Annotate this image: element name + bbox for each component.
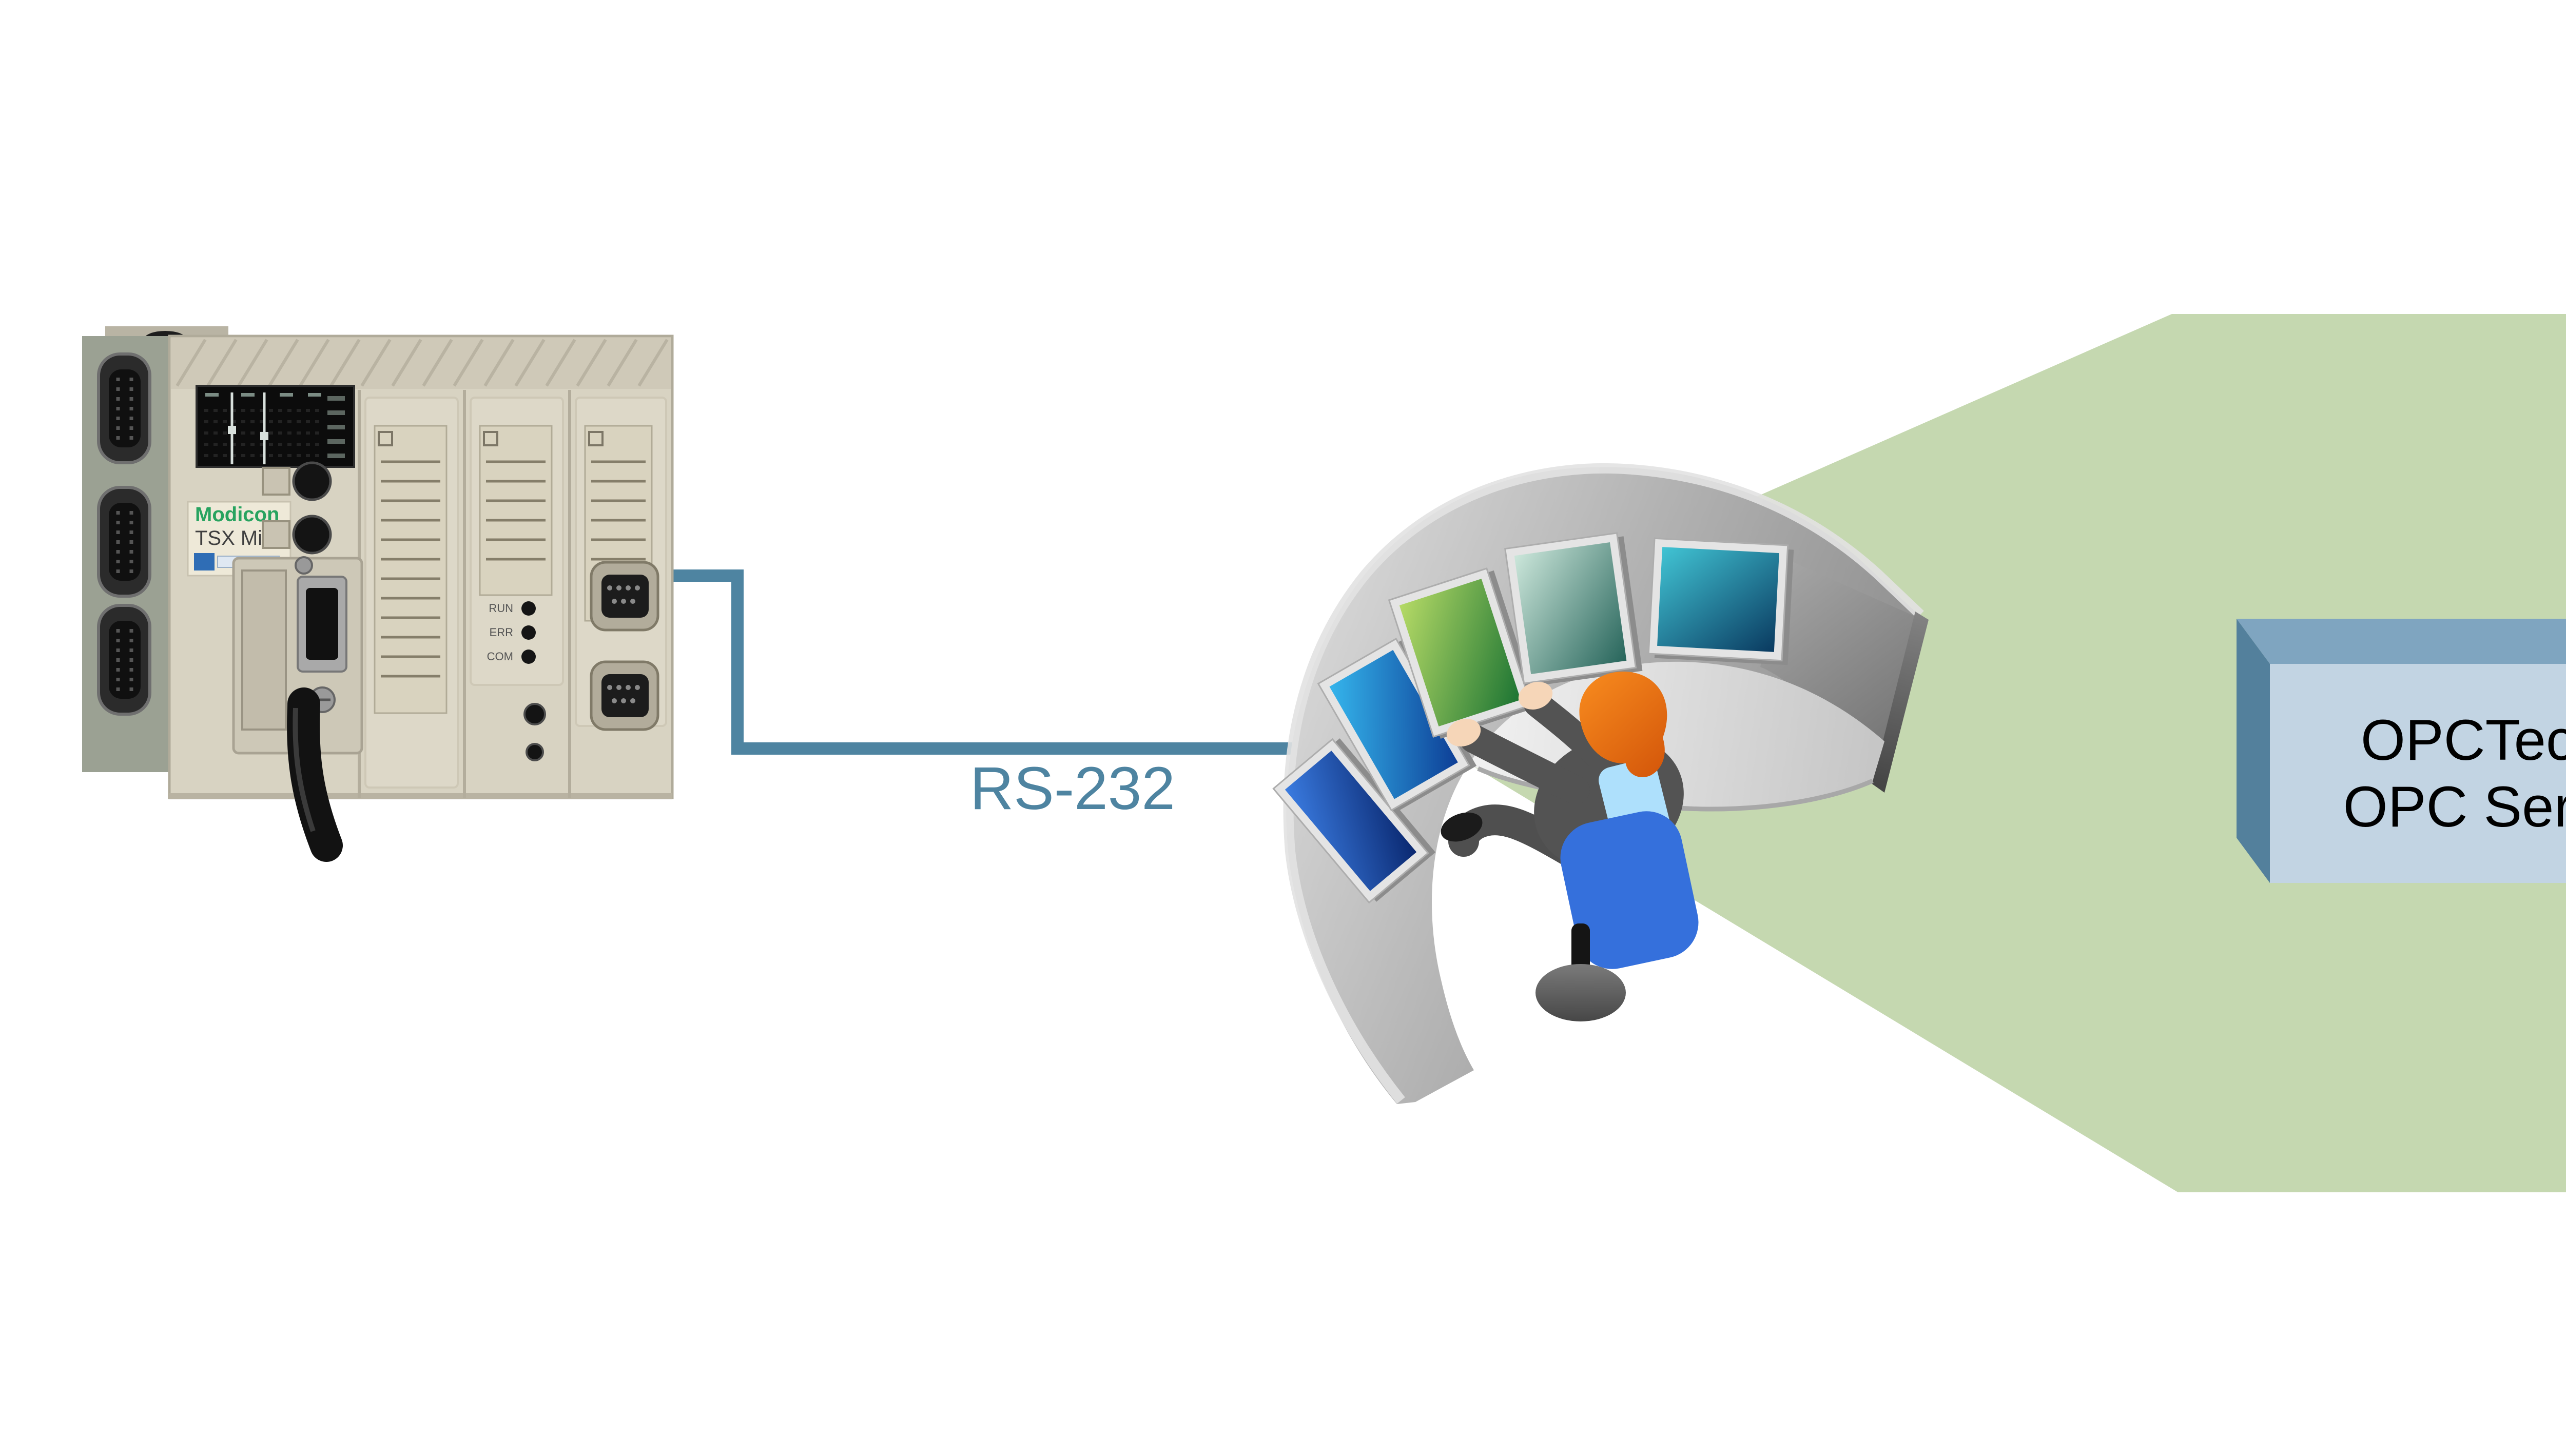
plc-logo-chip [194,553,215,570]
operator-console [1272,463,1929,1105]
operator-hand-right [1518,681,1553,710]
plc-led-err-label: ERR [490,626,513,639]
plc-device: Modicon TSX Micro [82,326,674,862]
monitor-screen-3 [1399,579,1521,726]
console-monitor-5 [1647,537,1794,665]
monitor-screen-2 [1329,650,1458,799]
plc-buttons [262,461,332,555]
plc-cable [287,687,343,862]
plc-serial-ports [590,561,659,731]
operator-shoe [1441,812,1483,842]
opc-server-box [2237,619,2566,883]
console-monitor-1 [1272,738,1435,904]
console-monitor-3 [1388,567,1539,739]
rs232-line [668,569,1355,755]
plc-led-err-light [521,625,536,640]
plc-top-vent-strip [171,338,671,389]
plc-status-leds: RUN ERR COM [487,601,546,761]
opc-server-label: OPCTechs OPC Server [2270,664,2566,883]
operator-chair-body [1560,811,1699,969]
operator-arm-right [1524,691,1615,773]
console-outer-rim [1283,463,1924,1104]
plc-vent-lines [176,339,669,387]
operator-arm-left [1460,724,1590,804]
console-inner-wall [1760,557,1919,782]
plc-io-modules [364,390,667,798]
plc-side-connectors [97,352,151,716]
opc-server-box-side-face [2237,619,2270,883]
plc-bottom-shadow [169,793,672,799]
console-end-cap [1872,612,1929,793]
rs232-label: RS-232 [969,755,1176,822]
chair-base [1535,964,1626,1021]
opc-server-label-line2: OPC Server [2343,774,2566,839]
plc-led-run-label: RUN [489,602,513,615]
opc-server-label-line1: OPCTechs [2360,707,2566,772]
monitor-screen-1 [1285,751,1417,891]
operator-figure [1441,671,1699,1021]
plc-display [196,385,355,468]
operator-hand-left [1446,718,1481,747]
monitor-screen-5 [1657,547,1779,652]
plc-led-com-light [521,650,536,664]
plc-led-com-label: COM [487,650,513,663]
opc-server-box-front-face [2270,664,2566,883]
console-monitor-2 [1317,637,1477,812]
callout-shape [1334,314,2566,1192]
opc-server-box-top-face [2237,619,2566,664]
monitor-screen-4 [1514,542,1627,674]
plc-led-run-light [521,601,536,616]
console-monitor-4 [1504,532,1643,687]
operator-hair [1579,671,1667,777]
plc-cable-sheen [293,707,316,832]
